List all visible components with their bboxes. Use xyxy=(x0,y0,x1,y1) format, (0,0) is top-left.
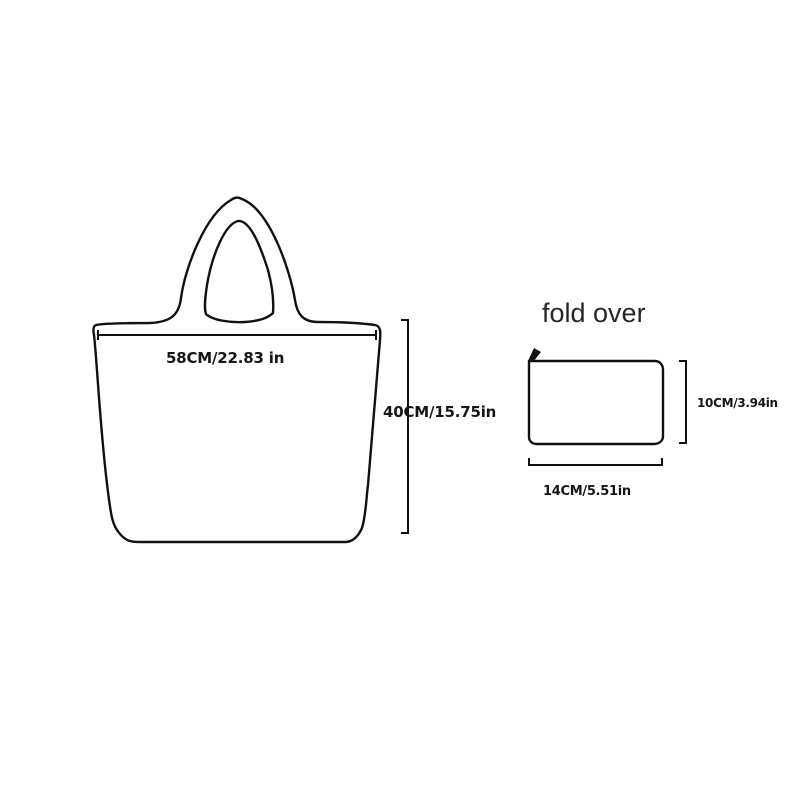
pouch-body xyxy=(527,359,665,446)
pouch-title: fold over xyxy=(542,298,646,328)
tote-width-label: 58CM/22.83 in xyxy=(166,349,285,367)
pouch-width-label: 14CM/5.51in xyxy=(543,484,631,499)
tote-bag-body xyxy=(92,196,382,544)
pouch-height-dimension-bracket xyxy=(679,360,687,444)
tote-bag-outline xyxy=(92,196,382,544)
pouch-outline xyxy=(527,359,665,446)
pouch-width-dimension-bracket xyxy=(528,458,663,466)
pouch-height-label: 10CM/3.94in xyxy=(697,396,778,410)
tote-handle-hole xyxy=(203,219,275,324)
zipper-pull-icon xyxy=(528,348,541,362)
tote-height-label: 40CM/15.75in xyxy=(383,403,497,421)
tote-width-dimension-line xyxy=(97,330,377,340)
tote-height-dimension-bracket xyxy=(401,319,409,534)
